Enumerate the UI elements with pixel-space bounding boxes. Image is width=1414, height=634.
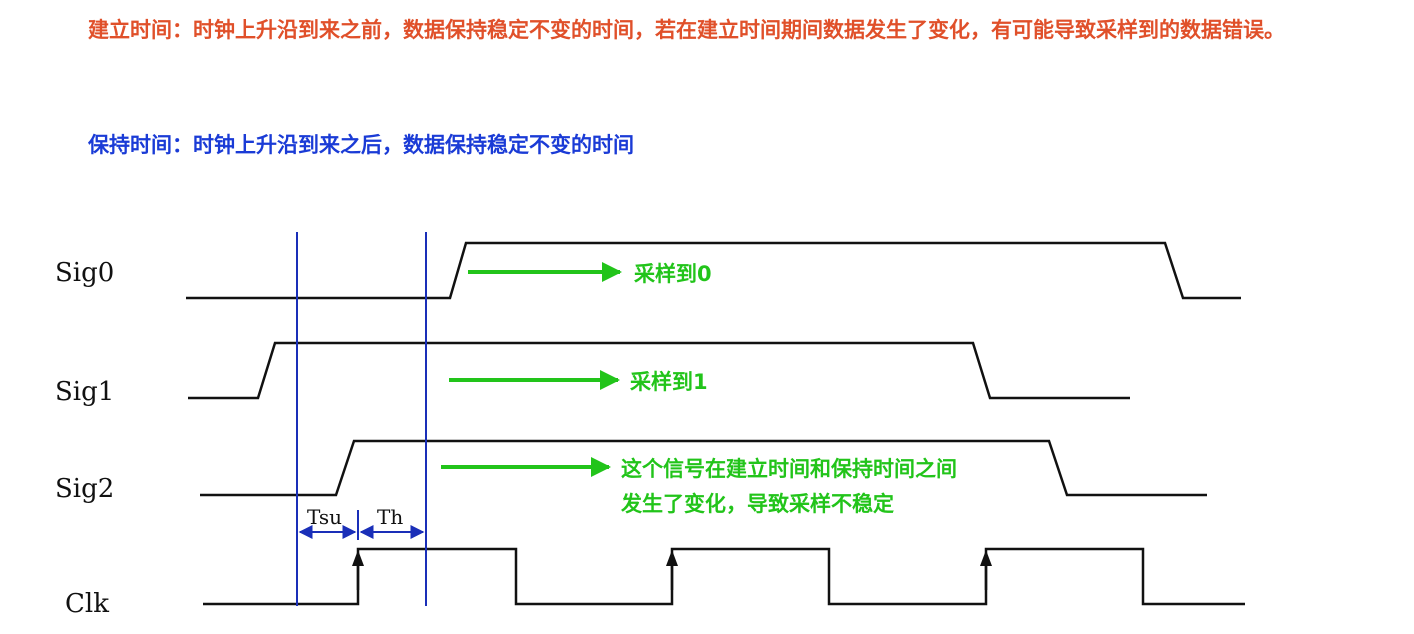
sig1-annotation: 采样到1	[630, 370, 708, 394]
sig2-label: Sig2	[55, 474, 114, 504]
clock-edge-arrow	[666, 550, 678, 590]
sig1-label: Sig1	[55, 377, 114, 407]
clock-edge-arrow	[352, 550, 364, 590]
clk-label: Clk	[65, 589, 109, 619]
tsu-label: Tsu	[307, 505, 342, 529]
sig2-annotation-line1: 这个信号在建立时间和保持时间之间	[621, 457, 957, 481]
sig1-waveform	[188, 341, 1130, 400]
sig2-annotation-line2: 发生了变化，导致采样不稳定	[620, 492, 894, 516]
sig0-waveform	[186, 241, 1241, 300]
hold-time-definition: 保持时间：时钟上升沿到来之后，数据保持稳定不变的时间	[88, 133, 634, 157]
setup-time-definition: 建立时间：时钟上升沿到来之前，数据保持稳定不变的时间，若在建立时间期间数据发生了…	[88, 18, 1285, 42]
sig0-label: Sig0	[55, 258, 114, 288]
th-label: Th	[377, 505, 403, 529]
clock-edge-arrow	[980, 550, 992, 590]
sig0-annotation: 采样到0	[634, 262, 712, 286]
sig2-waveform	[200, 439, 1207, 497]
clk-waveform	[203, 547, 1245, 606]
